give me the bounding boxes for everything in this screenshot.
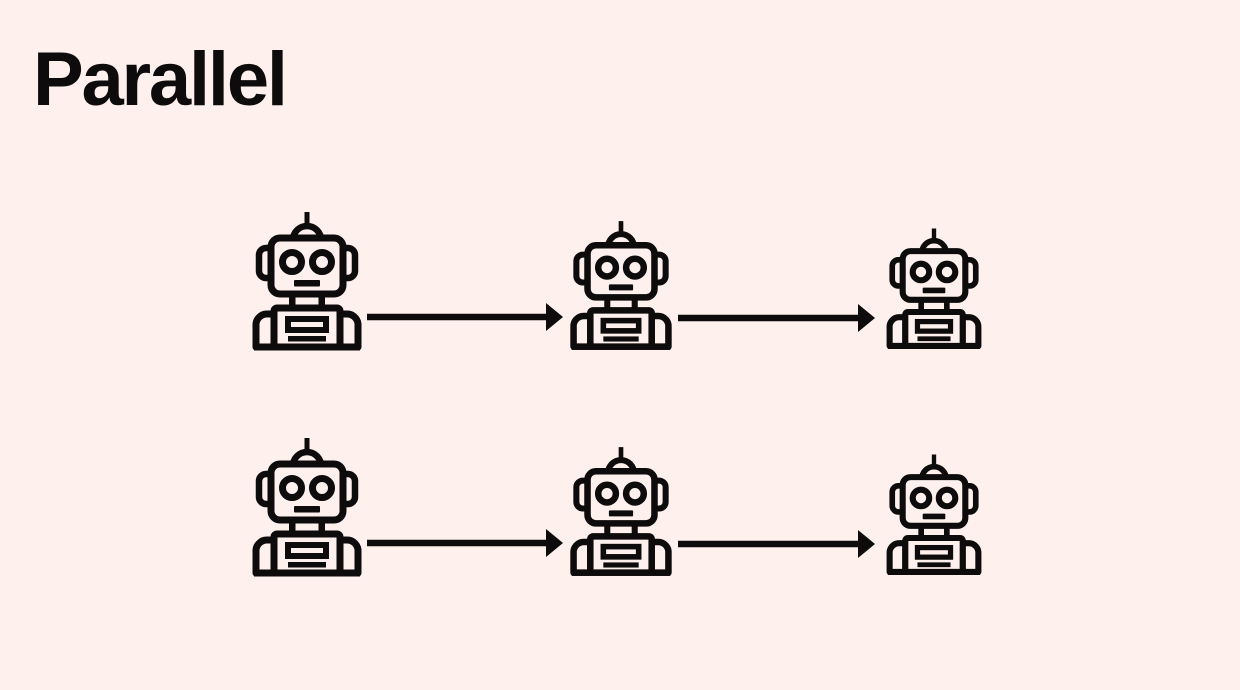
page-title: Parallel (33, 37, 288, 122)
arrow-right-icon (367, 303, 563, 331)
robot-icon (254, 212, 360, 351)
pipeline-row (254, 212, 980, 351)
robot-icon (572, 221, 671, 350)
arrow-right-icon (678, 530, 875, 558)
arrow-right-icon (678, 304, 875, 332)
pipeline-row (254, 438, 980, 577)
arrow-right-icon (367, 529, 563, 557)
robot-icon (254, 438, 360, 577)
robot-icon (572, 447, 671, 576)
robot-icon (888, 228, 980, 348)
robot-icon (888, 454, 980, 574)
